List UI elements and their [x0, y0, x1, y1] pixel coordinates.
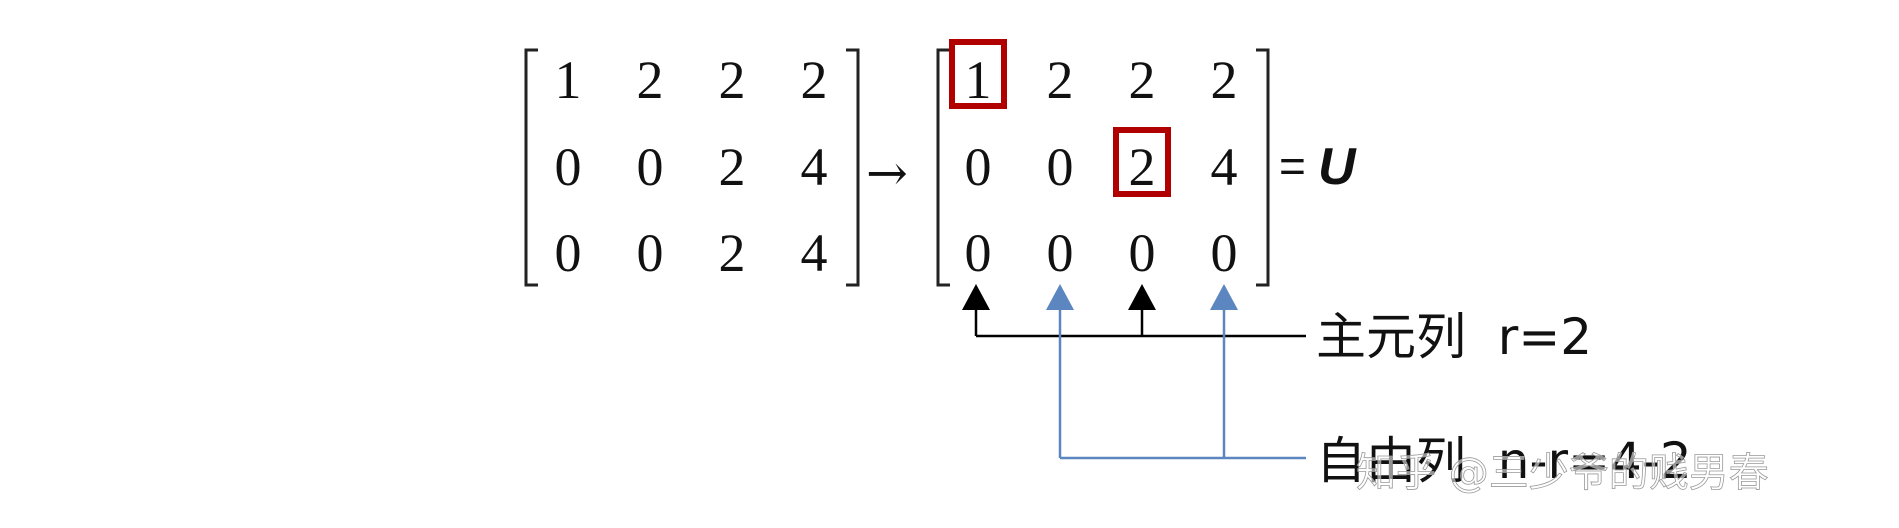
matrix-b: 1 2 2 2 0 0 2 4 0 0 0 0 [965, 50, 1238, 283]
arrowhead-icon [1210, 284, 1238, 310]
matrix-a: 1 2 2 2 0 0 2 4 0 0 2 4 [555, 50, 828, 283]
matrix-a-cell: 0 [637, 137, 664, 197]
free-arrows [1046, 284, 1306, 460]
matrix-b-cell: 0 [1047, 223, 1074, 283]
matrix-a-left-bracket [524, 48, 538, 287]
matrix-b-cell: 0 [965, 137, 992, 197]
arrowhead-icon [962, 284, 990, 310]
watermark: 知乎 @三少爷的贱男春 [1356, 450, 1769, 496]
matrix-a-cell: 0 [555, 137, 582, 197]
matrix-b-left-bracket [936, 48, 950, 287]
matrix-a-right-bracket [846, 48, 860, 287]
matrix-a-cell: 2 [719, 137, 746, 197]
matrix-a-cell: 1 [555, 50, 582, 110]
matrix-b-cell: 0 [965, 223, 992, 283]
matrix-b-cell: 2 [1129, 137, 1156, 197]
matrix-a-cell: 2 [637, 50, 664, 110]
matrix-a-cell: 2 [719, 223, 746, 283]
matrix-a-cell: 0 [637, 223, 664, 283]
matrix-b-cell: 2 [1129, 50, 1156, 110]
matrix-b-cell: 2 [1047, 50, 1074, 110]
matrix-a-cell: 2 [801, 50, 828, 110]
transform-arrow: → [866, 144, 908, 202]
pivot-arrows [962, 284, 1306, 338]
result-u: U [1318, 138, 1357, 196]
matrix-a-cell: 4 [801, 223, 828, 283]
matrix-b-cell: 4 [1211, 137, 1238, 197]
matrix-a-cell: 4 [801, 137, 828, 197]
matrix-b-right-bracket [1256, 48, 1270, 287]
equals-sign: = [1279, 140, 1306, 192]
matrix-b-cell: 0 [1211, 223, 1238, 283]
matrix-a-cell: 0 [555, 223, 582, 283]
pivot-box-1 [949, 39, 1007, 109]
matrix-b-cell: 2 [1211, 50, 1238, 110]
pivot-box-2 [1113, 127, 1171, 197]
pivot-columns-label: 主元列 r=2 [1316, 308, 1592, 366]
matrix-b-cell: 0 [1129, 223, 1156, 283]
arrowhead-icon [1128, 284, 1156, 310]
matrix-a-cell: 2 [719, 50, 746, 110]
arrowhead-icon [1046, 284, 1074, 310]
matrix-b-cell: 0 [1047, 137, 1074, 197]
free-columns-label: 自由列 n-r=4-2 [1316, 432, 1692, 490]
matrix-b-cell: 1 [965, 50, 992, 110]
